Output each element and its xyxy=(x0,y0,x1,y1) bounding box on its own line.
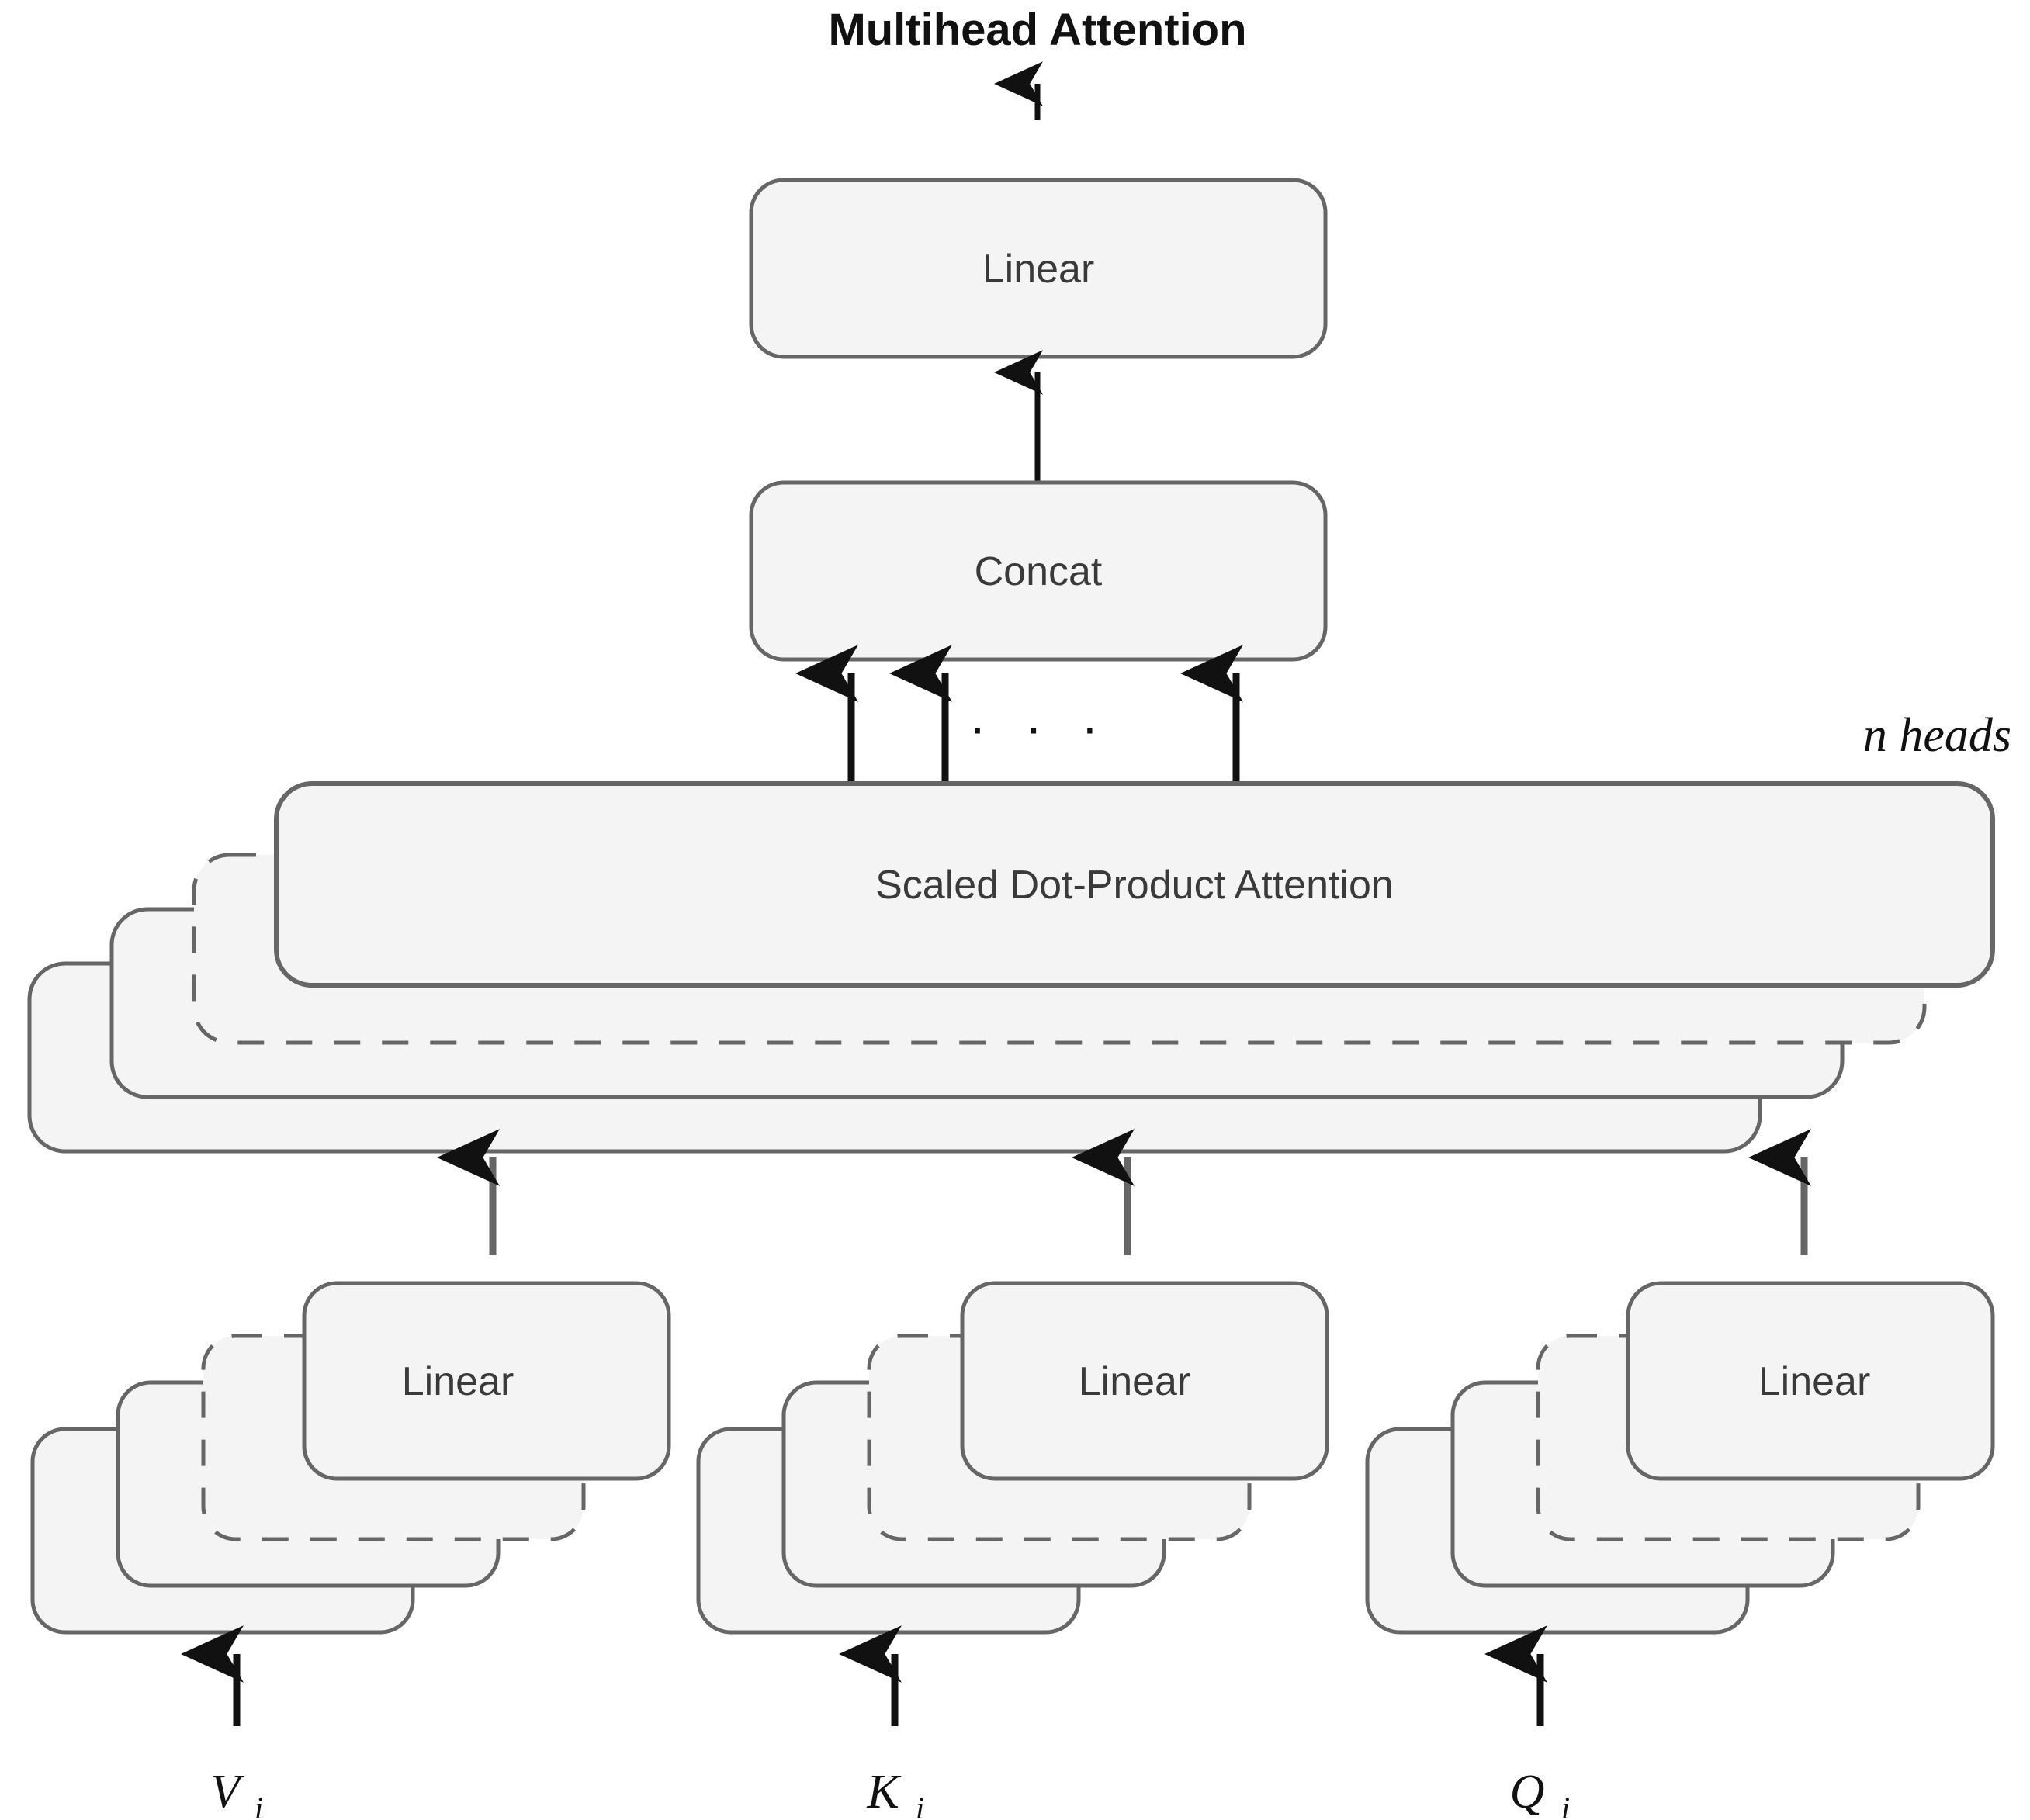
linear-k-stack[interactable]: Linear xyxy=(696,1281,1329,1635)
concat-box[interactable] xyxy=(749,480,1328,662)
linear-q-label: Linear xyxy=(1758,1359,1871,1404)
input-k-subscript: i xyxy=(916,1791,924,1820)
linear-k-label: Linear xyxy=(1079,1359,1191,1404)
input-q-symbol: Q xyxy=(1510,1766,1545,1818)
head-arrows-group: · · · xyxy=(795,645,1243,784)
linear-v-box[interactable] xyxy=(302,1281,671,1481)
linear-k-box[interactable] xyxy=(960,1281,1329,1481)
input-q-subscript: i xyxy=(1561,1791,1570,1820)
ellipsis-label: · · · xyxy=(969,698,1111,756)
page-title: Multihead Attention xyxy=(828,5,1246,55)
input-v-subscript: i xyxy=(255,1791,263,1820)
n-heads-label: n heads xyxy=(1863,709,2011,762)
input-label-q: Q i xyxy=(1510,1766,1571,1820)
output-linear-label: Linear xyxy=(982,247,1095,292)
linear-q-stack[interactable]: Linear xyxy=(1365,1281,1995,1635)
input-k-symbol: K xyxy=(866,1766,902,1818)
concat-label: Concat xyxy=(975,549,1103,594)
input-v-symbol: V xyxy=(210,1766,244,1818)
attention-block[interactable]: Scaled Dot-Product Attention xyxy=(274,781,1995,988)
output-linear-block[interactable]: Linear xyxy=(749,178,1328,359)
linear-v-label: Linear xyxy=(402,1359,514,1404)
concat-block[interactable]: Concat xyxy=(749,480,1328,662)
input-label-v: V i xyxy=(210,1766,263,1820)
input-projection-arrows xyxy=(437,1129,1811,1255)
input-label-k: K i xyxy=(866,1766,924,1820)
input-arrows xyxy=(181,1625,1547,1726)
linear-v-stack[interactable]: Linear xyxy=(30,1281,671,1635)
linear-q-box[interactable] xyxy=(1626,1281,1995,1481)
attention-box[interactable] xyxy=(274,781,1995,988)
attention-label: Scaled Dot-Product Attention xyxy=(875,863,1394,908)
